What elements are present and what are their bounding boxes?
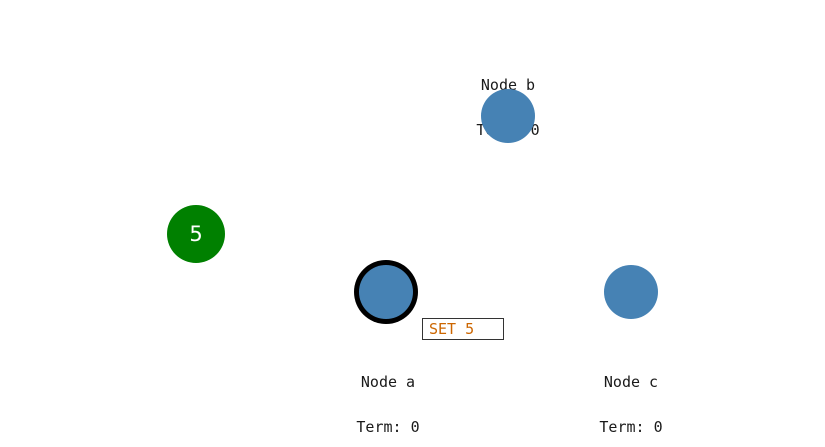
- node-a-term: Term: 0: [356, 418, 420, 436]
- node-a-circle[interactable]: [359, 265, 413, 319]
- node-c-name: Node c: [603, 373, 659, 391]
- node-b-name: Node b: [480, 76, 536, 94]
- node-b-circle[interactable]: [481, 89, 535, 143]
- command-box-text: SET 5: [429, 319, 475, 338]
- node-c-term: Term: 0: [599, 418, 663, 436]
- node-a-name: Node a: [360, 373, 416, 391]
- command-box[interactable]: SET 5: [422, 318, 504, 340]
- node-c-label: Node c Term: 0: [531, 345, 731, 447]
- node-a-label: Node a Term: 0: [288, 345, 488, 447]
- message-token-label: 5: [189, 221, 203, 246]
- message-token[interactable]: 5: [167, 205, 225, 263]
- node-c-circle[interactable]: [604, 265, 658, 319]
